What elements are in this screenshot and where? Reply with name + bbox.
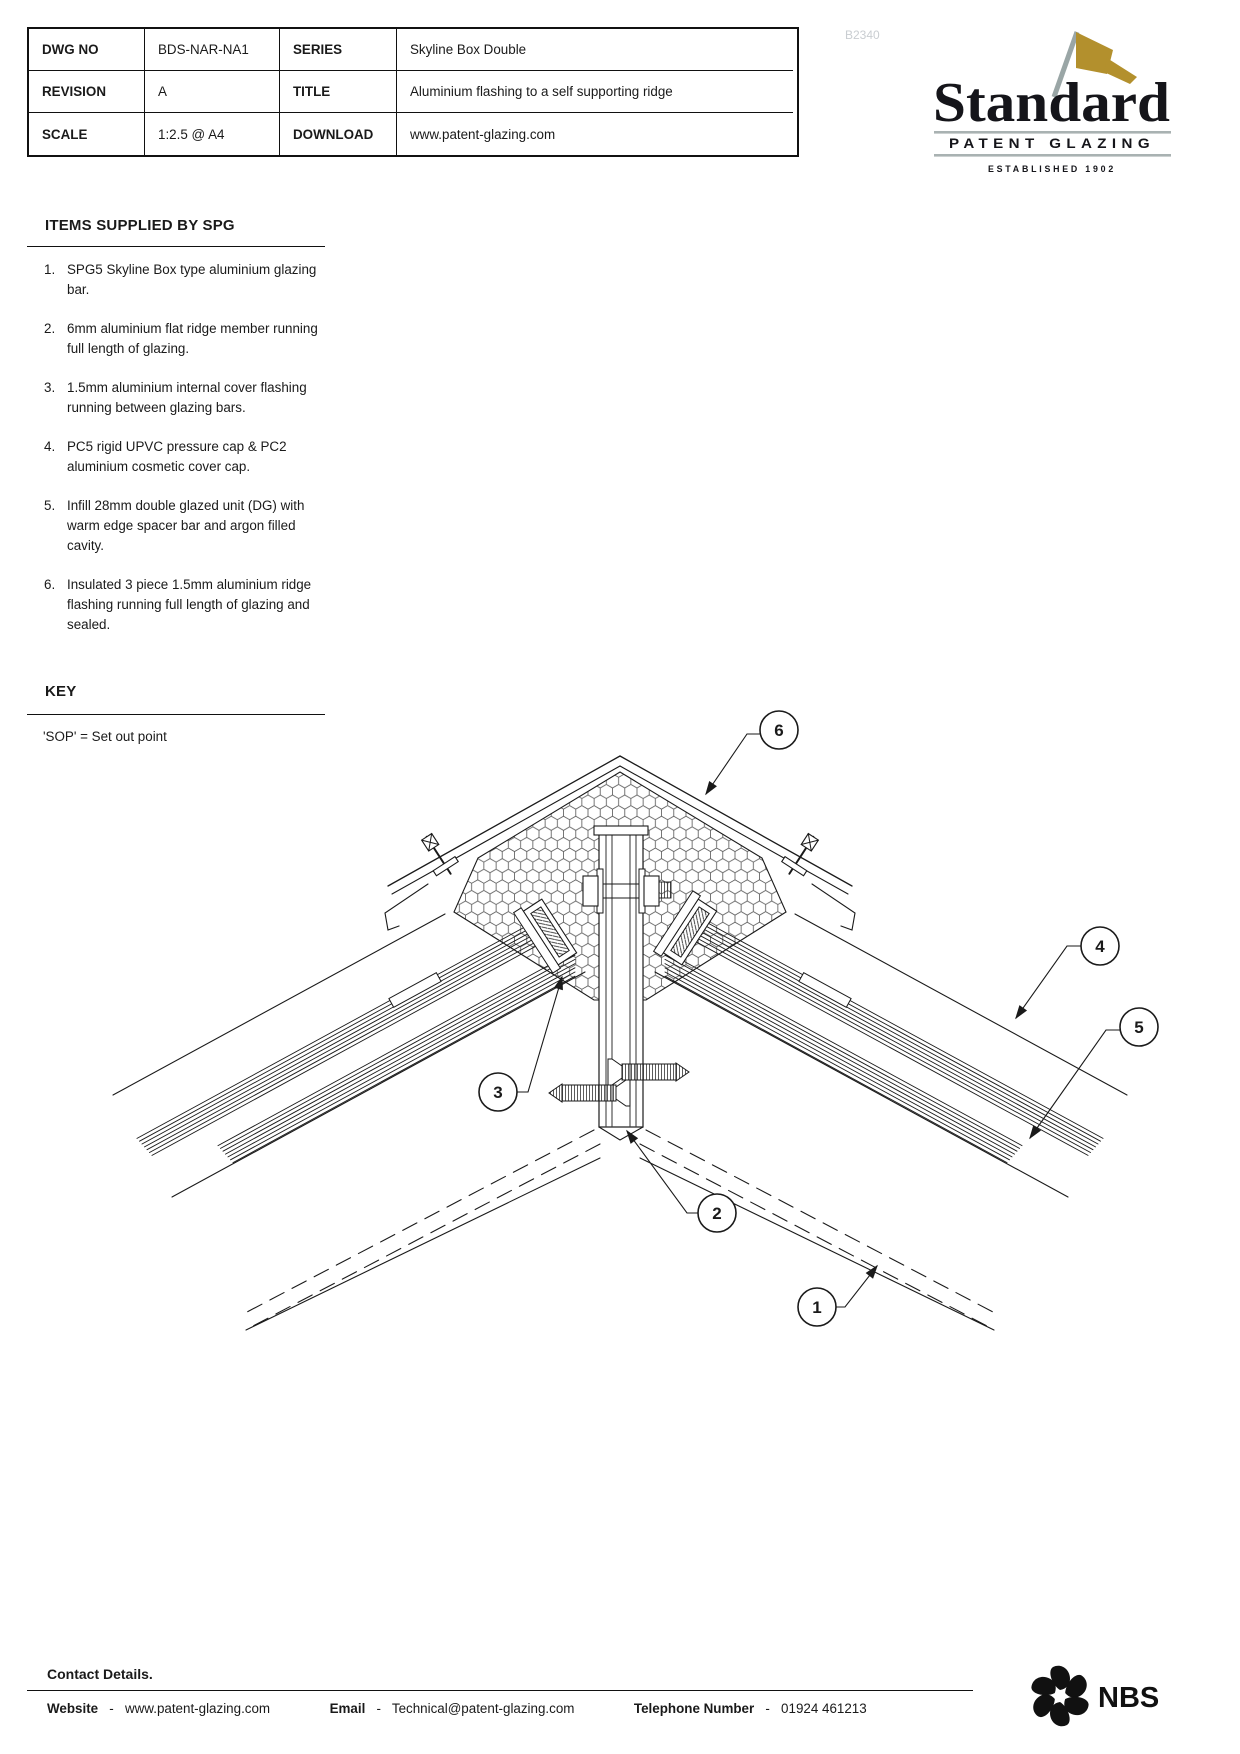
phone-label: Telephone Number [633, 1701, 755, 1716]
items-heading-rule [27, 246, 325, 247]
watermark-text: B2340 [845, 28, 880, 42]
items-list: 1. SPG5 Skyline Box type aluminium glazin… [44, 260, 344, 654]
callout-circle [478, 1072, 518, 1112]
phone-value: 01924 461213 [781, 1701, 867, 1716]
key-heading: KEY [45, 683, 77, 700]
leader-arrow [705, 780, 717, 796]
callout-circle [1080, 926, 1120, 966]
callout-number: 2 [712, 1204, 721, 1223]
list-item-text: 6mm aluminium flat ridge member running … [67, 321, 318, 356]
ridge-detail-drawing: 1 2 3 4 5 6 [0, 600, 1240, 1380]
title-block-label: REVISION [29, 71, 145, 113]
key-note: 'SOP' = Set out point [43, 729, 167, 744]
list-item-number: 6. [44, 577, 56, 592]
list-item-number: 3. [44, 380, 56, 395]
list-item: 6. Insulated 3 piece 1.5mm aluminium ridg… [44, 575, 344, 635]
leader-arrow [626, 1129, 639, 1144]
callout-circle [759, 710, 799, 750]
list-item: 1. SPG5 Skyline Box type aluminium glazin… [44, 260, 344, 300]
list-item-text: PC5 rigid UPVC pressure cap & PC2 alumin… [67, 439, 287, 474]
callout-number: 6 [774, 721, 783, 740]
flag-icon [1076, 32, 1113, 74]
website-value: www.patent-glazing.com [124, 1701, 271, 1716]
list-item-text: Insulated 3 piece 1.5mm aluminium ridge … [67, 577, 312, 632]
title-block-value: Skyline Box Double [397, 29, 793, 71]
nbs-petal-icon [1050, 1702, 1070, 1727]
title-block-label: TITLE [280, 71, 397, 113]
footer-rule [27, 1690, 973, 1691]
nbs-flower-icon [1031, 1665, 1089, 1727]
list-item: 4. PC5 rigid UPVC pressure cap & PC2 alum… [44, 437, 344, 477]
logo-established: ESTABLISHED 1902 [988, 164, 1116, 175]
list-item-text: 1.5mm aluminium internal cover flashing … [67, 380, 307, 415]
list-item-number: 5. [44, 498, 56, 513]
title-block-label: DWG NO [29, 29, 145, 71]
logo-subtitle: PATENT GLAZING [949, 135, 1155, 151]
flag-pole-icon [1051, 31, 1080, 98]
nbs-petal-icon [1065, 1674, 1087, 1698]
email-label: Email [329, 1701, 366, 1716]
callout-circle [797, 1287, 837, 1327]
title-block-value: A [145, 71, 280, 113]
company-logo: Standard PATENT GLAZING ESTABLISHED 1902 [930, 18, 1180, 181]
list-item: 3. 1.5mm aluminium internal cover flashin… [44, 378, 344, 418]
title-block-value: www.patent-glazing.com [410, 126, 556, 142]
list-item-text: SPG5 Skyline Box type aluminium glazing … [67, 262, 317, 297]
nbs-petal-icon [1050, 1665, 1070, 1690]
title-block-value: BDS-NAR-NA1 [145, 29, 280, 71]
list-item-number: 1. [44, 262, 56, 277]
list-item-number: 2. [44, 321, 56, 336]
callout-number: 1 [812, 1298, 821, 1317]
title-block-label: SCALE [29, 113, 145, 155]
title-block-label: SERIES [280, 29, 397, 71]
title-block-label: DOWNLOAD [280, 113, 397, 155]
website-label: Website [47, 1701, 99, 1716]
nbs-logo: NBS [1028, 1660, 1178, 1735]
title-block-value: Aluminium flashing to a self supporting … [397, 71, 793, 113]
contact-details-heading: Contact Details. [47, 1666, 153, 1682]
list-item-number: 4. [44, 439, 56, 454]
leader-arrow [1029, 1125, 1042, 1140]
flag-tail-icon [1104, 58, 1137, 84]
list-item-text: Infill 28mm double glazed unit (DG) with… [67, 498, 305, 553]
sep: - [109, 1701, 114, 1716]
nbs-petal-icon [1031, 1676, 1056, 1696]
leader-arrow [553, 975, 563, 991]
logo-rule-top [934, 131, 1171, 134]
list-item: 2. 6mm aluminium flat ridge member runnin… [44, 319, 344, 359]
title-block-value: 1:2.5 @ A4 [145, 113, 280, 155]
callout-number: 4 [1095, 937, 1105, 956]
logo-rule-bottom [934, 154, 1171, 157]
nbs-petal-icon [1033, 1694, 1055, 1718]
callout-circle [697, 1193, 737, 1233]
leader-arrow [865, 1264, 878, 1279]
nbs-petal-icon [1064, 1696, 1089, 1716]
logo-name: Standard [933, 72, 1170, 134]
key-heading-rule [27, 714, 325, 715]
list-item: 5. Infill 28mm double glazed unit (DG) wi… [44, 496, 344, 556]
callout-number: 5 [1134, 1018, 1143, 1037]
callout-number: 3 [493, 1083, 502, 1102]
standard-logo-graphic: Standard PATENT GLAZING ESTABLISHED 1902 [933, 31, 1171, 175]
email-value: Technical@patent-glazing.com [391, 1701, 575, 1716]
items-heading: ITEMS SUPPLIED BY SPG [45, 217, 235, 234]
nbs-wordmark: NBS [1098, 1682, 1159, 1714]
leader-arrow [1015, 1005, 1028, 1020]
callout-circle [1119, 1007, 1159, 1047]
contact-details-row: Website - www.patent-glazing.com Email -… [47, 1701, 867, 1716]
